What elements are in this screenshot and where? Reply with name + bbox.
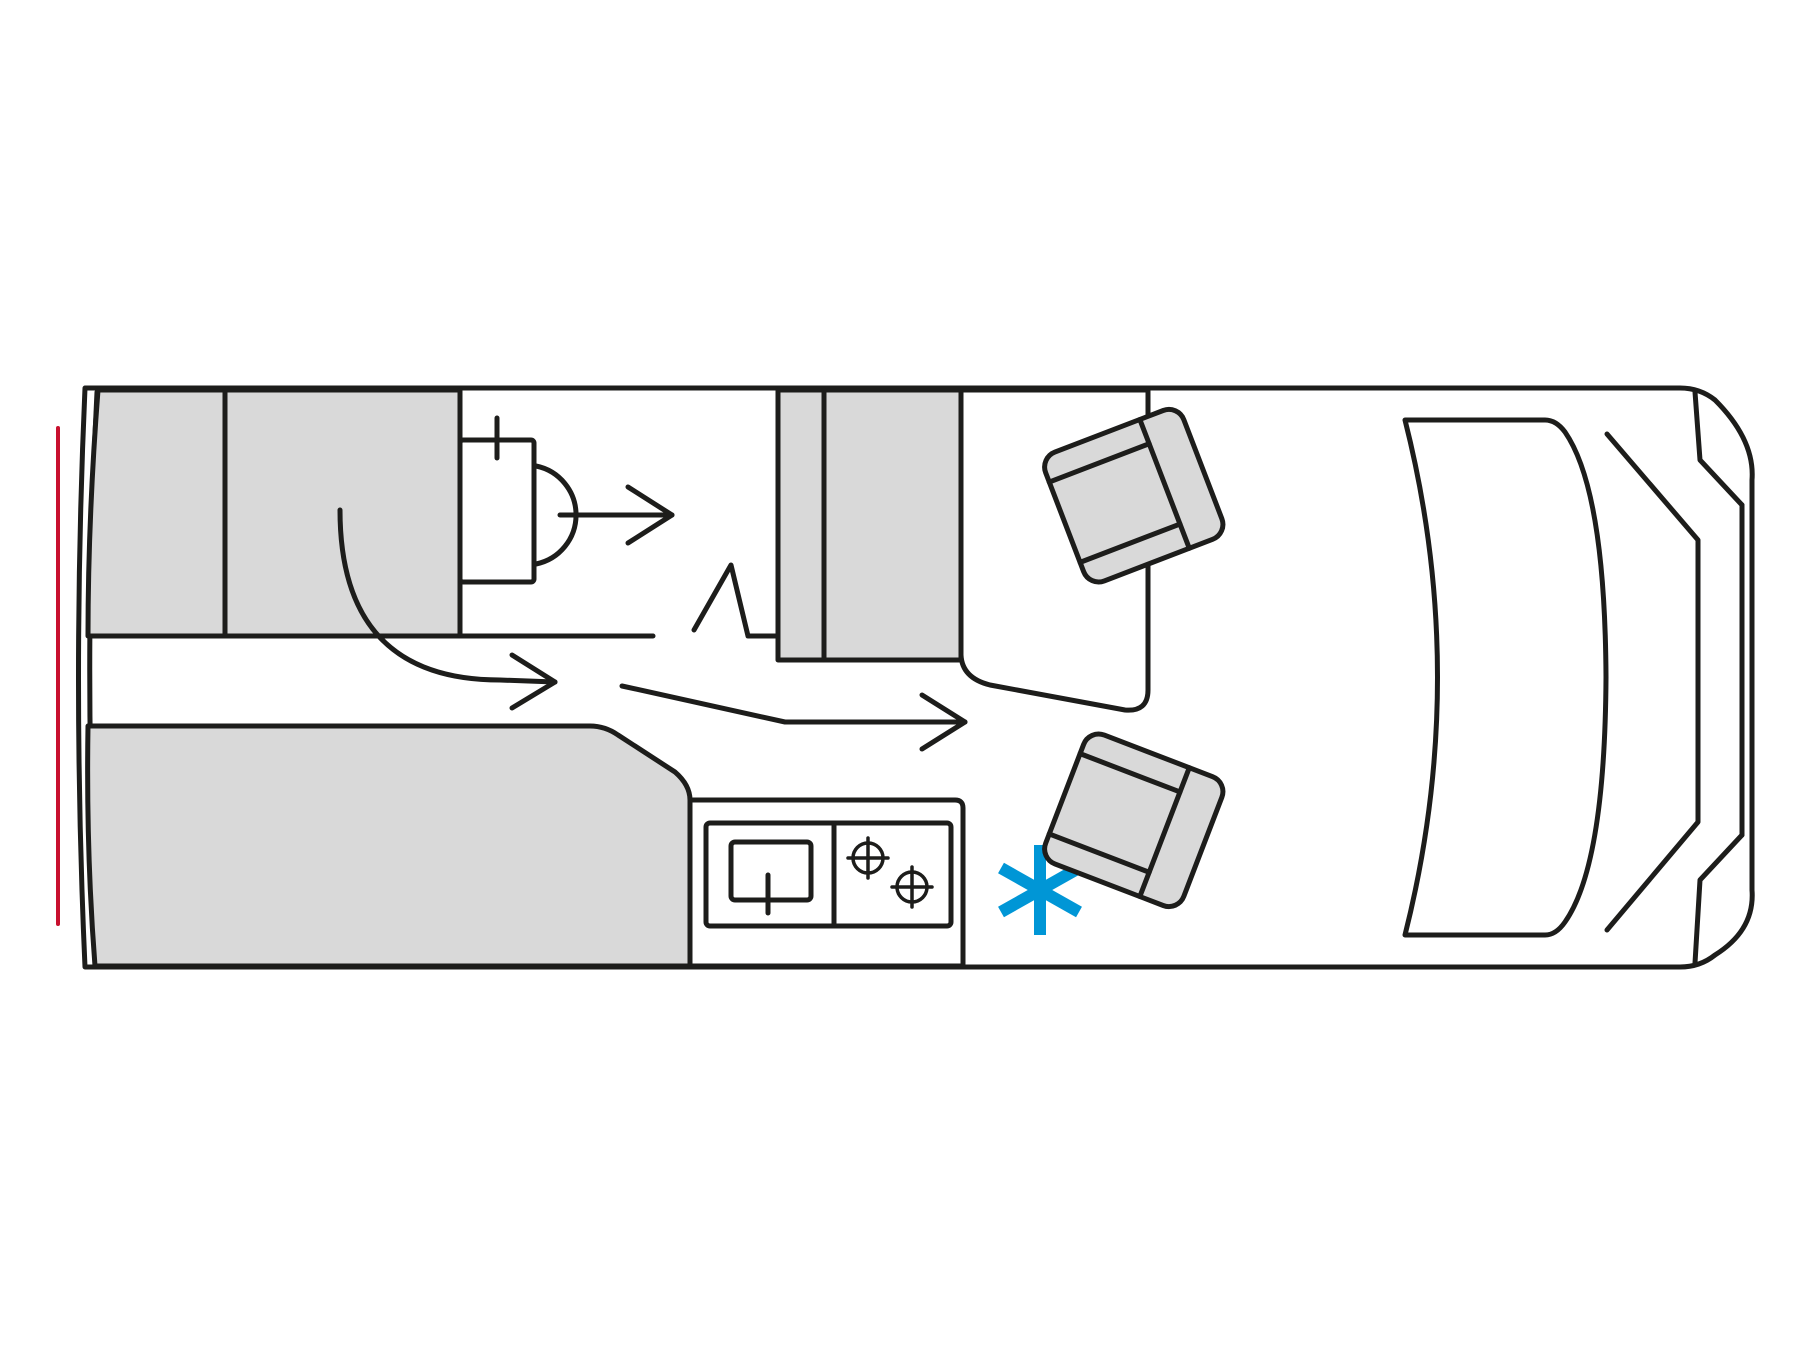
headlight-bottom [1692,832,1745,966]
toilet-icon [457,415,579,585]
cooling-snowflake-icon [998,845,1082,935]
entry-path-arrow-icon [337,507,558,711]
rear-storage-left [85,387,228,639]
hob-burner-icon [890,865,934,909]
wardrobe [775,387,964,663]
dashboard [1402,417,1609,938]
washroom [457,387,783,639]
hob-burner-icon [846,836,890,880]
bonnet-line [1604,431,1701,933]
headlight-top [1692,389,1745,508]
sink-icon [728,839,814,916]
door-swing-icon [691,562,783,639]
rear-bed-lower [85,723,693,969]
kitchen [687,797,966,969]
walkway-arrow-icon [619,683,968,752]
cab-seat-driver [1042,406,1226,585]
washroom-exit-arrow-icon [557,484,675,546]
cab-seat-passenger [1042,731,1226,910]
